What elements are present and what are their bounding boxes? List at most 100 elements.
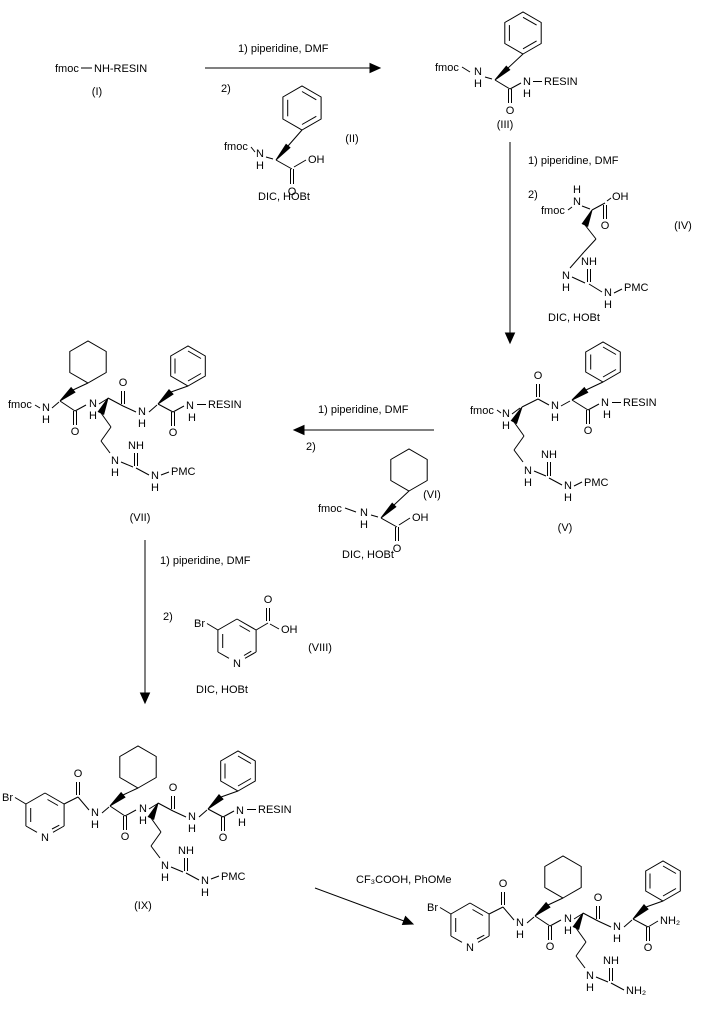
double-bond	[476, 934, 485, 940]
atom-o: O	[534, 370, 543, 382]
double-bond	[522, 40, 537, 50]
arrow-line	[314, 887, 405, 922]
bond	[549, 919, 562, 927]
atom-n: N	[186, 400, 194, 412]
atom-h: H	[201, 887, 209, 899]
wedge-bond	[109, 791, 126, 807]
bond	[496, 409, 502, 414]
fmoc-label: fmoc	[55, 63, 79, 75]
atom-h: H	[89, 410, 97, 422]
bond	[606, 197, 612, 202]
cyclohexane-ring	[119, 745, 157, 789]
arrow-head	[139, 692, 151, 705]
bond	[547, 897, 564, 906]
bond	[507, 53, 524, 69]
bond	[185, 872, 200, 881]
atom-h: H	[161, 872, 169, 884]
double-bond	[602, 346, 617, 355]
bond	[569, 251, 585, 269]
wedge-bond	[632, 904, 649, 920]
atom-n: N	[474, 66, 482, 78]
atom-h: H	[604, 299, 612, 311]
compound-label-i: (I)	[92, 86, 102, 98]
double-bond	[472, 909, 484, 916]
bond	[255, 622, 269, 631]
bond	[537, 398, 550, 406]
wedge-bond	[207, 794, 224, 810]
atom-o: O	[169, 782, 178, 794]
bond	[150, 831, 162, 847]
bond	[575, 955, 586, 969]
bond	[610, 982, 625, 991]
bond	[645, 900, 664, 908]
atom-n: N	[604, 287, 612, 299]
bond	[571, 399, 589, 411]
bond	[567, 206, 573, 211]
bond	[613, 288, 623, 294]
atom-n: N	[564, 480, 572, 492]
step-2-label: 2)	[528, 189, 538, 201]
atom-n: N	[573, 196, 581, 208]
bond	[575, 941, 587, 957]
atom-n: N	[91, 807, 99, 819]
double-bond	[662, 865, 677, 874]
bond	[275, 159, 293, 170]
bond	[595, 976, 609, 983]
bond	[582, 912, 599, 922]
deprotection-conditions: 1) piperidine, DMF	[318, 404, 409, 416]
fmoc-label: fmoc	[224, 141, 248, 153]
bond	[477, 935, 490, 943]
atom-n: N	[523, 76, 531, 88]
compound-vii: fmoc N H O N H O N H O N H RESIN N H NH …	[8, 340, 242, 524]
atom-h: H	[42, 414, 50, 426]
imine-nh-label: NH	[128, 440, 144, 452]
coupling-reagents: DIC, HOBt	[548, 312, 600, 324]
atom-n: N	[466, 942, 474, 954]
wedge-bond	[59, 386, 76, 402]
bond	[220, 790, 239, 798]
compound-label-ii: (II)	[345, 133, 358, 145]
atom-h: H	[502, 420, 510, 432]
bond	[100, 440, 111, 454]
atom-n: N	[516, 917, 524, 929]
wedge-bond	[571, 386, 589, 401]
bond	[101, 806, 110, 814]
compound-i: fmoc NH-RESIN (I)	[55, 63, 147, 98]
bond	[107, 397, 124, 407]
deprotection-conditions: 1) piperidine, DMF	[528, 155, 619, 167]
arrow-head	[504, 332, 516, 345]
atom-n: N	[138, 406, 146, 418]
step-2-label: 2)	[163, 611, 173, 623]
wedge-bond	[147, 802, 159, 821]
cyclohexane-ring	[544, 855, 582, 899]
bond	[287, 129, 303, 147]
deprotection-conditions: 1) piperidine, DMF	[238, 43, 329, 55]
bond	[206, 623, 219, 631]
fmoc-label: fmoc	[435, 62, 459, 74]
bond	[571, 276, 586, 284]
bond	[623, 919, 633, 928]
bond	[150, 817, 162, 833]
atom-n: N	[256, 148, 264, 160]
bond	[124, 809, 137, 817]
double-bond	[522, 16, 537, 26]
bond	[52, 825, 65, 833]
imine-nh-label: NH	[178, 845, 194, 857]
compound-label-vii: (VII)	[130, 512, 151, 524]
atom-n: N	[89, 398, 97, 410]
atom-o: O	[546, 941, 555, 953]
bond	[172, 810, 187, 818]
amine-nh2-label: NH₂	[626, 985, 646, 997]
double-bond	[187, 350, 202, 359]
compound-iii: fmoc N H O N H RESIN (III)	[435, 11, 578, 131]
atom-n: N	[151, 470, 159, 482]
compound-final-product: Br N O N H O N H O N H O NH₂ N H NH NH₂	[427, 855, 681, 997]
atom-n: N	[360, 507, 368, 519]
hydroxyl-label: OH	[612, 191, 629, 203]
bond	[439, 907, 452, 915]
bond	[222, 810, 235, 818]
compound-vi: fmoc N H O OH (VI) DIC, HOBt	[318, 448, 441, 561]
bond	[170, 385, 189, 393]
resin-label: RESIN	[544, 76, 578, 88]
bond	[588, 283, 603, 293]
